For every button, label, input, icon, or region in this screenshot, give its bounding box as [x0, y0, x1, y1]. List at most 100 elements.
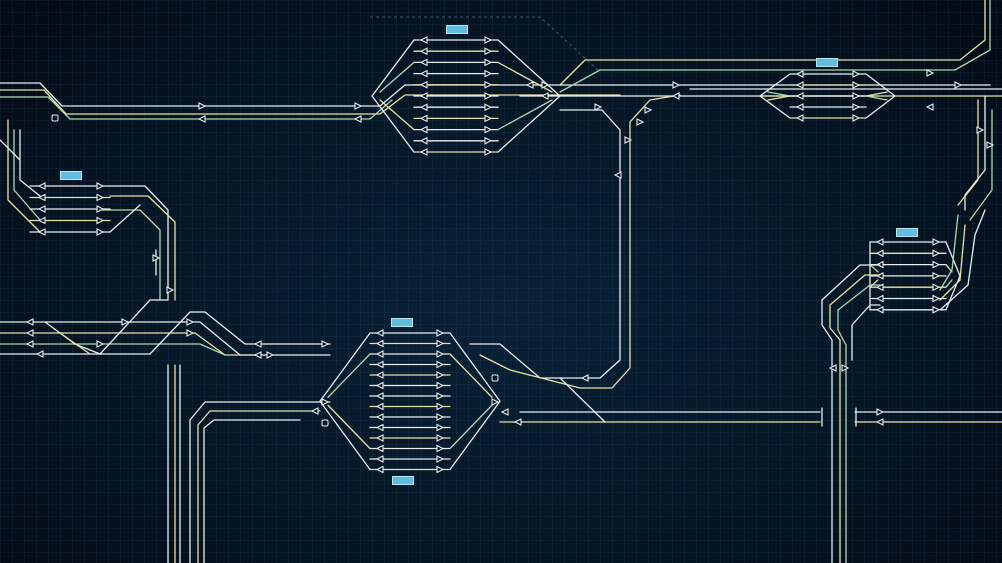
train-signal-icon[interactable] [671, 92, 680, 100]
train-signal-icon[interactable] [96, 216, 105, 225]
depot-icon[interactable] [51, 114, 59, 122]
train-signal-icon[interactable] [35, 350, 44, 358]
train-signal-icon[interactable] [436, 465, 445, 474]
train-signal-icon[interactable] [828, 364, 837, 372]
train-signal-icon[interactable] [875, 283, 884, 292]
train-signal-icon[interactable] [375, 350, 384, 358]
train-signal-icon[interactable] [484, 80, 493, 89]
train-signal-icon[interactable] [25, 318, 34, 326]
train-signal-icon[interactable] [484, 114, 493, 123]
train-signal-icon[interactable] [375, 381, 384, 390]
station-label-center-top[interactable] [391, 318, 413, 327]
train-signal-icon[interactable] [321, 398, 330, 406]
train-signal-icon[interactable] [932, 249, 941, 258]
train-signal-icon[interactable] [419, 114, 428, 123]
train-signal-icon[interactable] [375, 434, 384, 442]
train-signal-icon[interactable] [419, 47, 428, 56]
train-signal-icon[interactable] [354, 102, 363, 110]
train-signal-icon[interactable] [419, 125, 428, 134]
train-signal-icon[interactable] [672, 81, 681, 89]
train-signal-icon[interactable] [375, 402, 384, 411]
train-signal-icon[interactable] [121, 318, 130, 326]
train-signal-icon[interactable] [436, 381, 445, 390]
train-signal-icon[interactable] [25, 329, 34, 337]
train-signal-icon[interactable] [484, 125, 493, 134]
train-signal-icon[interactable] [875, 272, 884, 280]
train-signal-icon[interactable] [436, 371, 445, 379]
train-signal-icon[interactable] [484, 47, 493, 56]
train-signal-icon[interactable] [321, 340, 330, 348]
train-signal-icon[interactable] [419, 58, 428, 67]
train-signal-icon[interactable] [375, 455, 384, 463]
train-signal-icon[interactable] [852, 114, 861, 122]
train-signal-icon[interactable] [644, 106, 653, 114]
train-signal-icon[interactable] [186, 329, 195, 337]
station-label-west[interactable] [60, 171, 82, 180]
train-signal-icon[interactable] [419, 136, 428, 145]
train-signal-icon[interactable] [484, 136, 493, 145]
train-signal-icon[interactable] [436, 444, 445, 453]
train-signal-icon[interactable] [186, 318, 195, 326]
train-signal-icon[interactable] [436, 360, 445, 369]
train-signal-icon[interactable] [310, 407, 319, 415]
train-signal-icon[interactable] [436, 413, 445, 421]
train-signal-icon[interactable] [37, 193, 46, 202]
train-signal-icon[interactable] [419, 148, 428, 156]
train-signal-icon[interactable] [266, 351, 275, 359]
train-signal-icon[interactable] [436, 392, 445, 400]
station-label-north[interactable] [446, 25, 468, 34]
train-signal-icon[interactable] [375, 360, 384, 369]
train-signal-icon[interactable] [500, 408, 509, 416]
train-signal-icon[interactable] [419, 92, 428, 100]
train-signal-icon[interactable] [37, 216, 46, 225]
train-signal-icon[interactable] [375, 465, 384, 474]
train-signal-icon[interactable] [375, 413, 384, 421]
train-signal-icon[interactable] [932, 238, 941, 246]
train-signal-icon[interactable] [436, 329, 445, 337]
depot-icon[interactable] [321, 419, 329, 427]
train-signal-icon[interactable] [375, 444, 384, 453]
train-signal-icon[interactable] [875, 294, 884, 303]
train-signal-icon[interactable] [96, 193, 105, 202]
train-signal-icon[interactable] [37, 205, 46, 213]
train-signal-icon[interactable] [795, 103, 804, 111]
train-signal-icon[interactable] [375, 329, 384, 337]
train-signal-icon[interactable] [436, 455, 445, 463]
train-signal-icon[interactable] [197, 115, 206, 123]
train-signal-icon[interactable] [37, 182, 46, 190]
train-signal-icon[interactable] [852, 81, 861, 89]
train-signal-icon[interactable] [926, 69, 935, 77]
train-signal-icon[interactable] [541, 81, 550, 89]
train-signal-icon[interactable] [795, 114, 804, 122]
train-signal-icon[interactable] [513, 418, 522, 426]
train-signal-icon[interactable] [852, 70, 861, 78]
train-signal-icon[interactable] [484, 148, 493, 156]
train-signal-icon[interactable] [932, 305, 941, 314]
train-signal-icon[interactable] [932, 260, 941, 269]
train-signal-icon[interactable] [419, 36, 428, 44]
train-signal-icon[interactable] [436, 339, 445, 348]
train-signal-icon[interactable] [986, 141, 995, 149]
train-signal-icon[interactable] [876, 408, 885, 416]
train-signal-icon[interactable] [436, 350, 445, 358]
train-signal-icon[interactable] [96, 228, 105, 236]
train-signal-icon[interactable] [375, 392, 384, 400]
train-signal-icon[interactable] [580, 374, 589, 382]
train-signal-icon[interactable] [253, 340, 262, 348]
train-signal-icon[interactable] [491, 398, 500, 406]
depot-icon[interactable] [491, 374, 499, 382]
train-signal-icon[interactable] [419, 103, 428, 112]
train-signal-icon[interactable] [375, 371, 384, 379]
train-signal-icon[interactable] [540, 92, 549, 100]
train-signal-icon[interactable] [253, 351, 262, 359]
train-signal-icon[interactable] [932, 283, 941, 292]
train-signal-icon[interactable] [875, 238, 884, 246]
train-signal-icon[interactable] [166, 286, 175, 294]
train-signal-icon[interactable] [636, 118, 645, 126]
train-signal-icon[interactable] [925, 103, 934, 111]
train-signal-icon[interactable] [152, 254, 161, 262]
train-signal-icon[interactable] [852, 103, 861, 111]
train-signal-icon[interactable] [198, 102, 207, 110]
station-label-northeast[interactable] [816, 58, 838, 67]
train-signal-icon[interactable] [932, 272, 941, 280]
